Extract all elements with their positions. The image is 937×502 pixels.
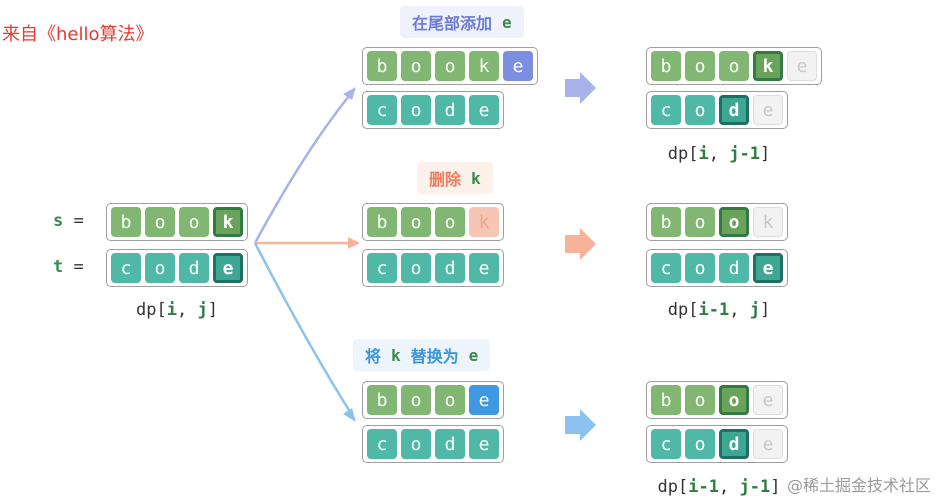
char-cell: o	[685, 429, 715, 459]
mid-insert-s-row: b o o k e	[362, 47, 538, 85]
s-label: s =	[53, 211, 84, 231]
t-label: t =	[53, 257, 84, 277]
char-cell: o	[145, 207, 175, 237]
dp-insert: dp[i, j-1]	[667, 144, 771, 164]
deleted-cell: k	[469, 207, 499, 237]
char-cell: o	[401, 253, 431, 283]
res-replace-s-row: b o o e	[646, 381, 788, 419]
highlight-cell: e	[213, 253, 243, 283]
mid-insert-t-row: c o d e	[362, 91, 504, 129]
char-cell: o	[401, 207, 431, 237]
ghost-cell: e	[753, 95, 783, 125]
mid-delete-s-row: b o o k	[362, 203, 504, 241]
mid-replace-s-row: b o o e	[362, 381, 504, 419]
char-cell: c	[367, 95, 397, 125]
char-cell: d	[435, 95, 465, 125]
dp-replace: dp[i-1, j-1]	[657, 477, 781, 497]
highlight-cell: d	[719, 95, 749, 125]
char-cell: b	[651, 207, 681, 237]
inserted-cell: e	[503, 51, 533, 81]
res-delete-t-row: c o d e	[646, 249, 788, 287]
source-watermark: 来自《hello算法》	[2, 24, 154, 45]
char-cell: e	[469, 253, 499, 283]
char-cell: o	[719, 51, 749, 81]
char-cell: o	[435, 385, 465, 415]
site-watermark: @稀土掘金技术社区	[786, 476, 931, 495]
highlight-cell: e	[753, 253, 783, 283]
char-cell: e	[469, 95, 499, 125]
res-replace-t-row: c o d e	[646, 425, 788, 463]
char-cell: d	[719, 253, 749, 283]
char-cell: d	[435, 429, 465, 459]
fat-arrow-insert	[565, 72, 596, 104]
res-insert-s-row: b o o k e	[646, 47, 822, 85]
char-cell: o	[435, 51, 465, 81]
char-cell: e	[469, 429, 499, 459]
replaced-cell: e	[469, 385, 499, 415]
char-cell: o	[685, 207, 715, 237]
dp-left: dp[i, j]	[136, 300, 218, 320]
char-cell: o	[685, 385, 715, 415]
char-cell: c	[651, 253, 681, 283]
ghost-cell: e	[787, 51, 817, 81]
highlight-cell: k	[753, 51, 783, 81]
arrow-replace	[253, 242, 354, 416]
mid-delete-t-row: c o d e	[362, 249, 504, 287]
mid-replace-t-row: c o d e	[362, 425, 504, 463]
highlight-cell: o	[719, 207, 749, 237]
highlight-cell: k	[213, 207, 243, 237]
char-cell: b	[367, 385, 397, 415]
arrow-insert-head	[343, 87, 356, 100]
highlight-cell: o	[719, 385, 749, 415]
char-cell: o	[685, 95, 715, 125]
ghost-cell: e	[753, 429, 783, 459]
char-cell: c	[651, 95, 681, 125]
char-cell: o	[401, 95, 431, 125]
char-cell: b	[651, 51, 681, 81]
char-cell: c	[367, 253, 397, 283]
res-insert-t-row: c o d e	[646, 91, 788, 129]
char-cell: o	[401, 429, 431, 459]
char-cell: b	[367, 51, 397, 81]
arrow-insert	[253, 91, 353, 244]
fat-arrow-replace	[565, 409, 596, 441]
left-s-row: b o o k	[106, 203, 248, 241]
char-cell: d	[435, 253, 465, 283]
res-delete-s-row: b o o k	[646, 203, 788, 241]
char-cell: c	[367, 429, 397, 459]
char-cell: o	[179, 207, 209, 237]
highlight-cell: d	[719, 429, 749, 459]
char-cell: c	[111, 253, 141, 283]
char-cell: b	[111, 207, 141, 237]
ghost-cell: e	[753, 385, 783, 415]
arrow-replace-head	[343, 408, 356, 422]
left-t-row: c o d e	[106, 249, 248, 287]
char-cell: c	[651, 429, 681, 459]
char-cell: o	[685, 51, 715, 81]
char-cell: o	[401, 51, 431, 81]
char-cell: k	[469, 51, 499, 81]
fat-arrow-delete	[565, 228, 596, 260]
char-cell: b	[367, 207, 397, 237]
char-cell: o	[685, 253, 715, 283]
char-cell: d	[179, 253, 209, 283]
arrow-delete-head	[348, 237, 360, 249]
char-cell: o	[145, 253, 175, 283]
char-cell: o	[401, 385, 431, 415]
dp-delete: dp[i-1, j]	[667, 300, 771, 320]
ghost-cell: k	[753, 207, 783, 237]
char-cell: b	[651, 385, 681, 415]
char-cell: o	[435, 207, 465, 237]
